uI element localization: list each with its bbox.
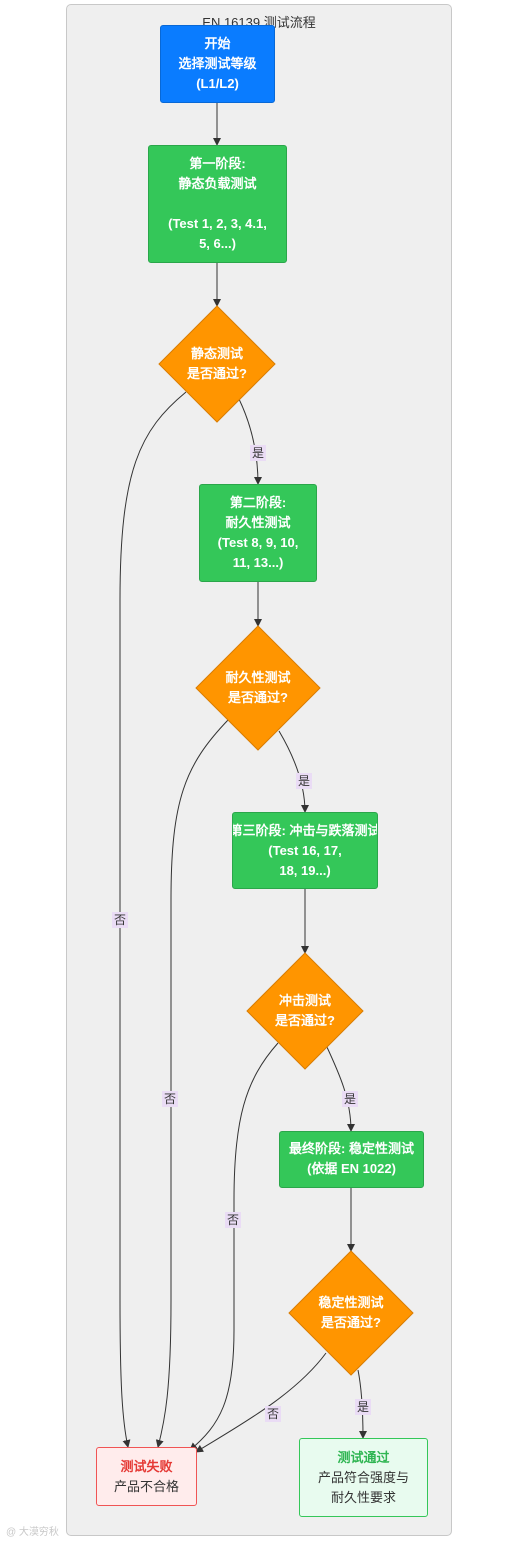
stage4-stability-node: 最终阶段: 稳定性测试 (依据 EN 1022) — [279, 1131, 424, 1188]
edge-label-no-2: 否 — [161, 1091, 179, 1107]
decision-static-label: 静态测试 是否通过? — [187, 346, 247, 381]
decision-stability-label: 稳定性测试 是否通过? — [318, 1295, 384, 1330]
edge-label-yes-2: 是 — [295, 773, 313, 789]
watermark-text: @ 大漠穷秋 — [6, 1527, 59, 1538]
edge-label-yes-4: 是 — [354, 1399, 372, 1415]
decision-diamond-stability — [288, 1250, 414, 1376]
stage2-durability-node: 第二阶段: 耐久性测试 (Test 8, 9, 10, 11, 13...) — [199, 484, 317, 582]
start-node: 开始 选择测试等级 (L1/L2) — [160, 25, 275, 103]
edge-label-yes-1: 是 — [249, 445, 267, 461]
decision-diamond-durability — [195, 625, 321, 751]
pass-node: 测试通过 产品符合强度与 耐久性要求 — [299, 1438, 428, 1517]
edge-label-no-1: 否 — [111, 912, 129, 928]
stage3-impact-node: 第三阶段: 冲击与跌落测试 (Test 16, 17, 18, 19...) — [232, 812, 378, 889]
decision-durability-label: 耐久性测试 是否通过? — [225, 670, 291, 705]
edge-check3-stage4 — [325, 1044, 355, 1132]
edge-label-yes-3: 是 — [341, 1091, 359, 1107]
fail-node: 测试失败 产品不合格 — [96, 1447, 197, 1506]
edge-check1-fail — [119, 391, 187, 1448]
edge-check2-fail — [155, 719, 229, 1448]
edge-label-no-3: 否 — [224, 1212, 242, 1228]
edge-check3-fail — [189, 1042, 279, 1451]
edge-label-no-4: 否 — [264, 1406, 282, 1422]
stage1-static-load-node: 第一阶段: 静态负载测试 (Test 1, 2, 3, 4.1, 5, 6...… — [148, 145, 287, 263]
edge-check2-stage3 — [278, 730, 309, 813]
decision-diamond-impact — [246, 952, 364, 1070]
decision-impact-label: 冲击测试 是否通过? — [275, 993, 335, 1028]
edge-check1-stage2 — [235, 392, 262, 485]
decision-diamond-static — [158, 305, 276, 423]
